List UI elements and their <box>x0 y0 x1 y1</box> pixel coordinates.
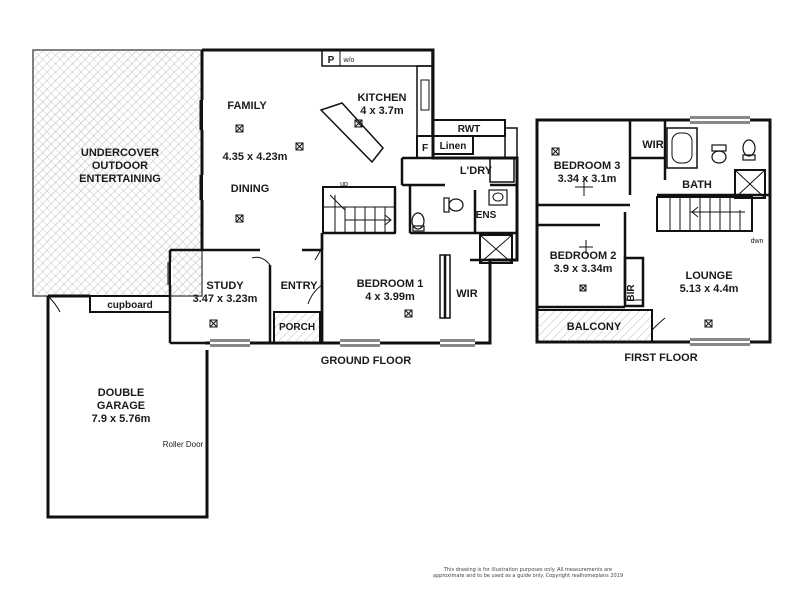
bath-label: BATH <box>682 179 712 191</box>
outdoor-label-2: OUTDOOR <box>92 160 148 172</box>
wall-oven-label: w/o <box>343 57 355 64</box>
bedroom1-dimensions: 4 x 3.99m <box>365 291 415 303</box>
first-floor-labels: BEDROOM 3 3.34 x 3.1m WIR BATH dwn BEDRO… <box>550 139 764 364</box>
family-label: FAMILY <box>227 100 267 112</box>
bedroom2-dimensions: 3.9 x 3.34m <box>554 263 613 275</box>
first-floor-wir-label: WIR <box>642 139 663 151</box>
bedroom1-label: BEDROOM 1 <box>357 278 424 290</box>
lounge-dimensions: 5.13 x 4.4m <box>680 283 739 295</box>
bedroom3-dimensions: 3.34 x 3.1m <box>558 173 617 185</box>
first-floor-title: FIRST FLOOR <box>624 352 697 364</box>
linen-label: Linen <box>440 141 467 152</box>
laundry-label: L'DRY <box>460 165 493 177</box>
first-floor-outer-wall <box>535 118 772 344</box>
kitchen-dimensions: 4 x 3.7m <box>360 105 404 117</box>
fridge-label: F <box>422 143 428 154</box>
ensuite-label: ENS <box>476 210 497 221</box>
rwt-label: RWT <box>458 124 481 135</box>
study-label: STUDY <box>206 280 244 292</box>
disclaimer: This drawing is for illustration purpose… <box>432 567 624 579</box>
roller-door-label: Roller Door <box>163 440 204 449</box>
ground-floor-labels: UNDERCOVER OUTDOOR ENTERTAINING FAMILY 4… <box>79 55 496 449</box>
entry-label: ENTRY <box>281 280 319 292</box>
garage-dimensions: 7.9 x 5.76m <box>92 413 151 425</box>
kitchen-label: KITCHEN <box>358 92 407 104</box>
bedroom3-label: BEDROOM 3 <box>554 160 621 172</box>
lounge-label: LOUNGE <box>685 270 732 282</box>
garage-label-1: DOUBLE <box>98 387 144 399</box>
stairs-up-label: up <box>340 181 348 188</box>
balcony-label: BALCONY <box>567 321 622 333</box>
study-dimensions: 3.47 x 3.23m <box>193 293 258 305</box>
balcony-area <box>536 309 653 343</box>
porch-label: PORCH <box>279 322 315 333</box>
outdoor-label-3: ENTERTAINING <box>79 173 161 185</box>
bir-label: BIR <box>626 284 637 302</box>
first-floor <box>535 116 772 346</box>
stairs-down-label: dwn <box>751 238 764 245</box>
ground-floor-title: GROUND FLOOR <box>321 355 411 367</box>
pantry-label: P <box>328 55 335 66</box>
house-outer-wall <box>202 48 519 345</box>
family-dimensions: 4.35 x 4.23m <box>223 151 288 163</box>
ground-floor <box>32 48 519 519</box>
dining-label: DINING <box>231 183 270 195</box>
bedroom2-label: BEDROOM 2 <box>550 250 617 262</box>
outdoor-label-1: UNDERCOVER <box>81 147 159 159</box>
cupboard-label: cupboard <box>107 300 153 311</box>
garage-label-2: GARAGE <box>97 400 145 412</box>
wir-label: WIR <box>456 288 477 300</box>
